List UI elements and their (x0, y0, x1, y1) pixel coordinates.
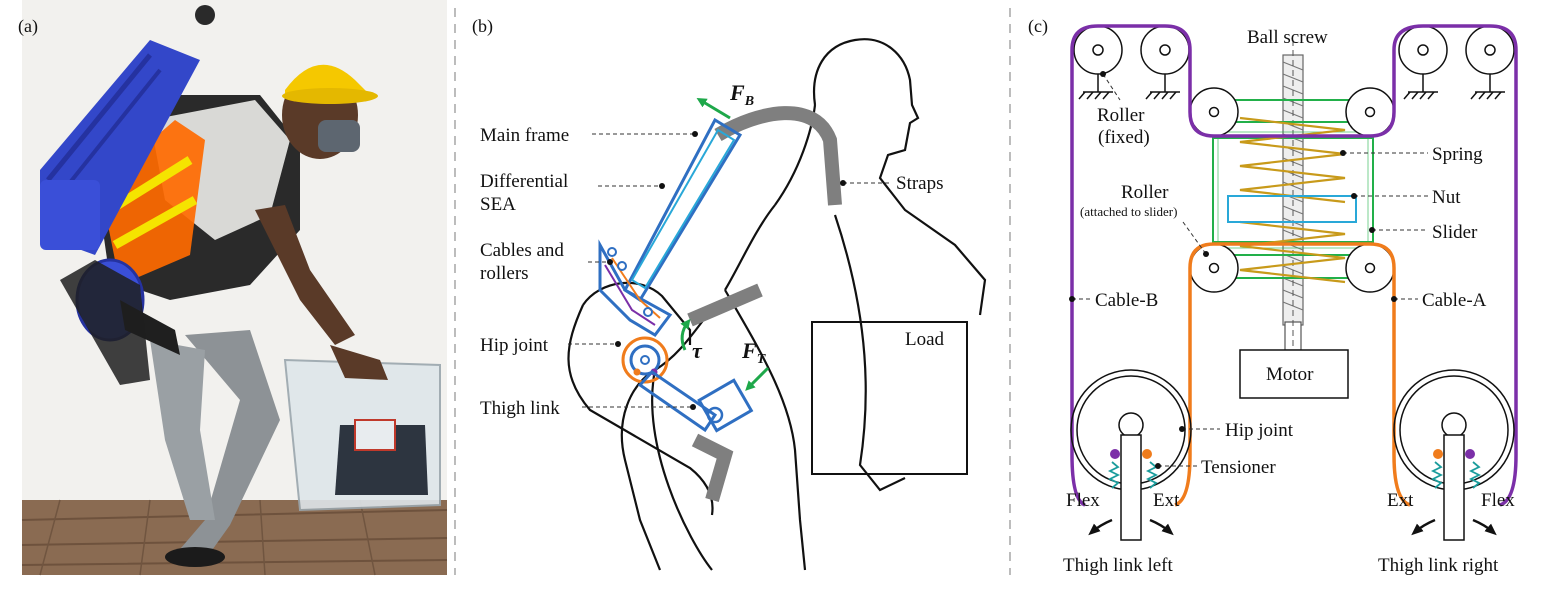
motor (1239, 349, 1349, 399)
ext-left-label: Ext (1153, 490, 1180, 511)
slider (1212, 137, 1374, 243)
ball-screw-label: Ball screw (1247, 27, 1328, 48)
force-b-label: FB (729, 80, 754, 109)
slider-label: Slider (1432, 222, 1478, 243)
ext-right-label: Ext (1387, 490, 1414, 511)
thigh-link-left-label: Thigh link left (1063, 555, 1173, 576)
panel-b-diagram (567, 38, 987, 571)
flex-arrow-right (1472, 518, 1497, 536)
motor-label: Motor (1266, 364, 1314, 385)
panel-b-label: (b) (472, 16, 493, 37)
cable-b-label: Cable-B (1095, 290, 1158, 311)
ext-arrow-right (1411, 518, 1436, 536)
cables-rollers-label-1: Cables and (480, 240, 564, 261)
fixed-rollers-right (1398, 25, 1515, 100)
thigh-link-b-label: Thigh link (480, 398, 560, 419)
roller-attached-label-1: Roller (1121, 182, 1169, 203)
flex-arrow-left (1088, 518, 1113, 536)
cable-a (1174, 242, 1411, 507)
torque-label: τ (692, 338, 703, 363)
panel-c-label: (c) (1028, 16, 1048, 37)
hip-pulley-left (1070, 369, 1192, 541)
hip-joint-c-label: Hip joint (1225, 420, 1294, 441)
differential-sea-label-2: SEA (480, 194, 516, 215)
force-t-arrow (745, 366, 770, 391)
cable-a-label: Cable-A (1422, 290, 1487, 311)
spring-label: Spring (1432, 144, 1483, 165)
panel-a-label: (a) (18, 16, 38, 37)
hip-pulley-right (1393, 369, 1515, 541)
tensioner-label: Tensioner (1201, 457, 1276, 478)
fixed-rollers-left (1073, 25, 1190, 100)
main-frame (623, 117, 743, 303)
thigh-link-b (637, 370, 718, 433)
slider-rollers (1189, 87, 1395, 293)
cables-rollers-label-2: rollers (480, 263, 529, 284)
main-frame-label: Main frame (480, 125, 569, 146)
nut (1227, 195, 1357, 223)
flex-left-label: Flex (1066, 490, 1100, 511)
hip-joint-b-label: Hip joint (480, 335, 549, 356)
roller-attached-label-2: (attached to slider) (1080, 204, 1177, 219)
load-box (811, 321, 968, 475)
straps-label: Straps (896, 173, 944, 194)
strap (714, 106, 842, 206)
load-label: Load (905, 329, 945, 350)
nut-label: Nut (1432, 187, 1461, 208)
force-t-label: FT (741, 338, 767, 367)
thigh-link-right-label: Thigh link right (1378, 555, 1499, 576)
cable-b (1070, 24, 1518, 507)
differential-sea-label-1: Differential (480, 171, 568, 192)
panel-a-photo (21, 0, 448, 576)
roller-fixed-label-1: Roller (1097, 105, 1145, 126)
spring (1239, 116, 1346, 284)
panel-c-diagram (1070, 24, 1518, 541)
torque-arrow (680, 318, 691, 351)
hip-joint-b (621, 336, 669, 384)
roller-fixed-label-2: (fixed) (1098, 127, 1150, 148)
flex-right-label: Flex (1481, 490, 1515, 511)
ext-arrow-left (1149, 518, 1174, 536)
force-b-arrow (696, 97, 731, 120)
